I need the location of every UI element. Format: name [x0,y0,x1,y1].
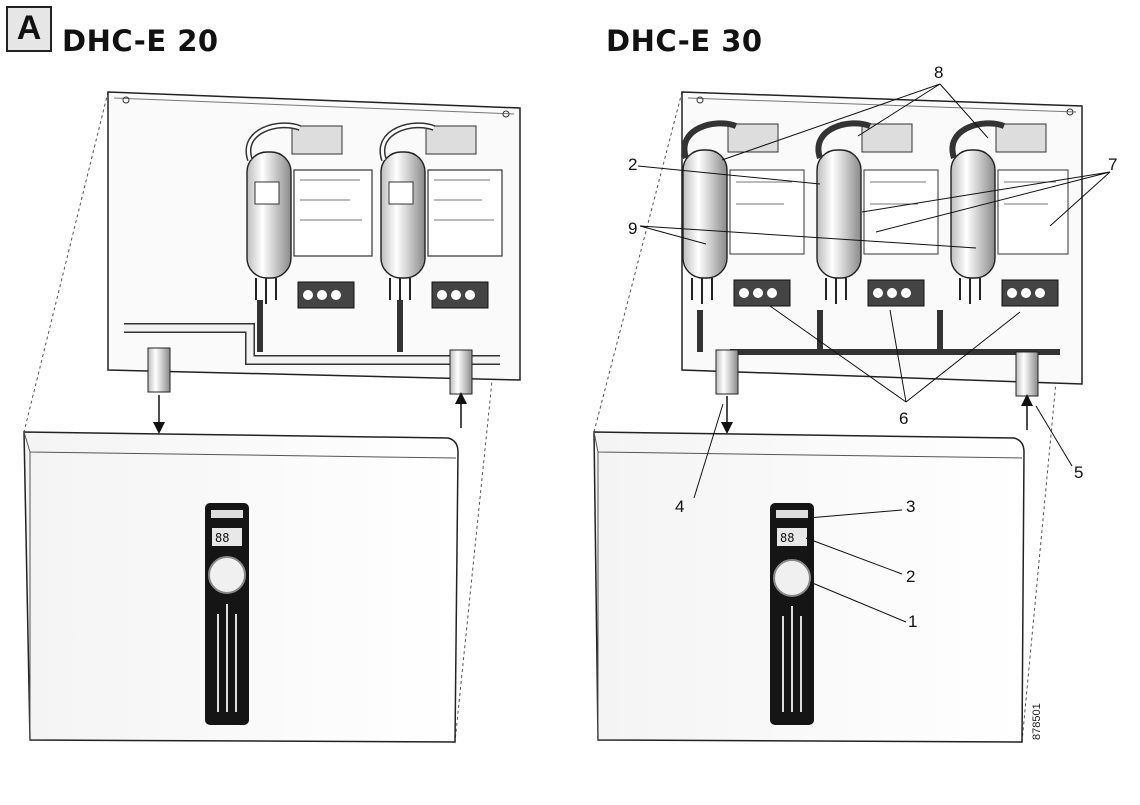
callout-2-lower: 2 [906,567,915,586]
callout-9: 9 [628,219,637,238]
callout-leaders [637,83,1111,623]
callout-6: 6 [899,409,908,428]
display-digits-left: 88 [215,531,229,545]
document-number: 878501 [1031,703,1043,740]
callout-3: 3 [906,497,915,516]
heating-element-2 [816,149,862,304]
callout-1: 1 [908,612,917,631]
model-title-dhc-e-20: DHC-E 20 [62,24,219,58]
dhc-e-20-illustration: 88 [23,91,521,743]
callout-2-upper: 2 [628,155,637,174]
callout-8: 8 [934,63,943,82]
callout-5: 5 [1074,463,1083,482]
control-panel-right: 88 [770,503,814,725]
callout-4: 4 [675,497,684,516]
heating-element-left [246,151,292,304]
heating-element-3 [950,149,996,304]
figure-letter-badge: A [6,6,52,52]
model-title-dhc-e-30: DHC-E 30 [606,24,763,58]
heating-element-right [380,151,426,304]
dhc-e-30-illustration: 88 8 7 2 9 6 5 [593,63,1117,743]
display-digits-right: 88 [780,531,794,545]
callout-7: 7 [1108,155,1117,174]
temperature-knob-left [208,556,246,594]
heating-element-1 [682,149,728,304]
temperature-knob-right [773,559,811,597]
control-panel-left: 88 [205,503,249,725]
